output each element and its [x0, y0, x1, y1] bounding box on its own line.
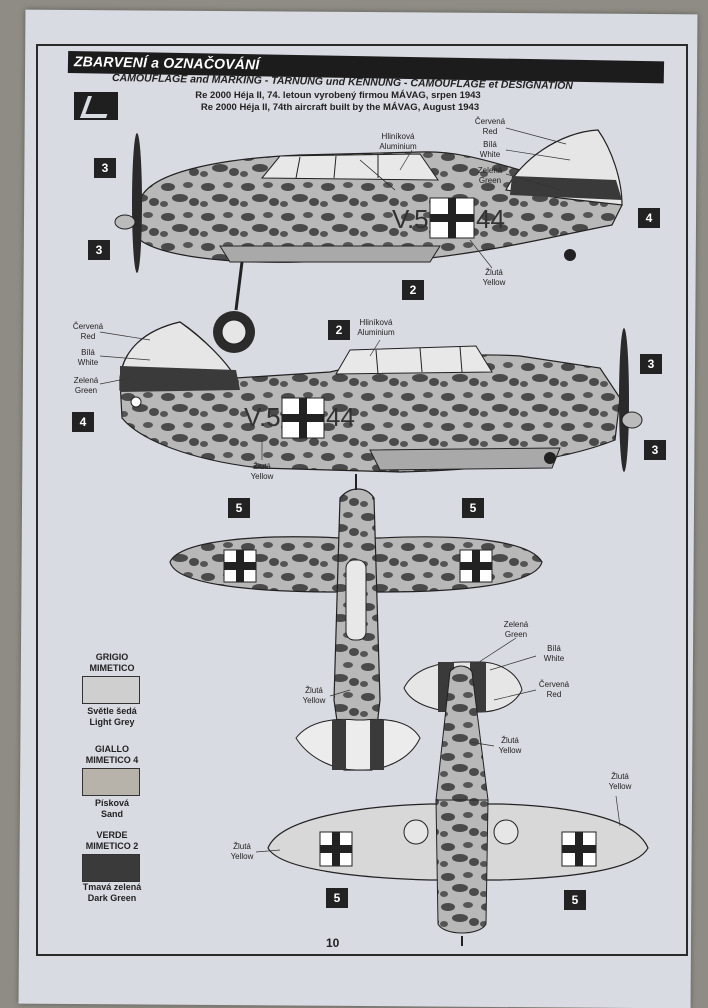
- profile-bottom: [119, 321, 643, 473]
- badge-5-bottom-right: 5: [564, 890, 586, 910]
- aircraft-info-en: Re 2000 Héja II, 74th aircraft built by …: [200, 102, 480, 113]
- badge-5-top-left: 5: [228, 498, 250, 518]
- code-number-2: 44: [326, 402, 355, 432]
- code-side-2: V.5: [244, 402, 281, 432]
- badge-3-lower-right: 3: [644, 440, 666, 460]
- profile-top: [114, 129, 623, 353]
- badge-3-lower-left: 3: [88, 240, 110, 260]
- plan-bottom-view: [267, 661, 649, 946]
- code-number-1: 44: [476, 204, 505, 234]
- badge-3-upper-right: 3: [640, 354, 662, 374]
- badge-4-top: 4: [638, 208, 660, 228]
- badge-5-bottom-left: 5: [326, 888, 348, 908]
- badge-2-side: 2: [328, 320, 350, 340]
- badge-4-side: 4: [72, 412, 94, 432]
- code-side-1: V.5: [392, 204, 429, 234]
- plan-top-view: [169, 474, 543, 771]
- swatch-2-color: [82, 768, 140, 796]
- swatch-1-color: [82, 676, 140, 704]
- page-number: 10: [326, 936, 340, 950]
- publisher-logo: [74, 92, 118, 120]
- badge-3-upper-left: 3: [94, 158, 116, 178]
- badge-5-top-right: 5: [462, 498, 484, 518]
- page-frame: [36, 44, 688, 956]
- swatch-3-color: [82, 854, 140, 882]
- aircraft-info-cz: Re 2000 Héja II, 74. letoun vyrobený fir…: [195, 90, 481, 101]
- badge-2-top: 2: [402, 280, 424, 300]
- leader-lines: [99, 127, 621, 853]
